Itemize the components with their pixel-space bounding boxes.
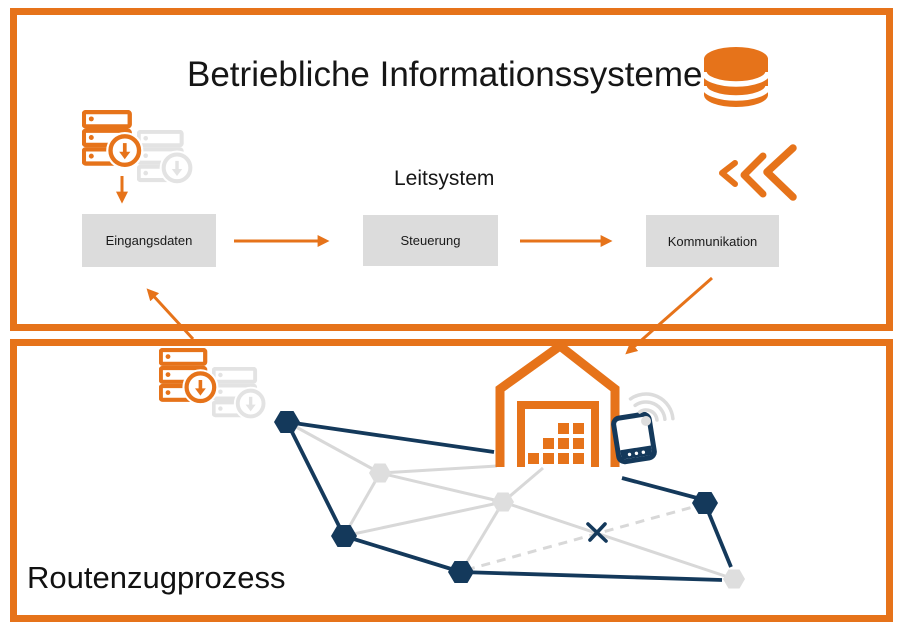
flow-box-eingangsdaten: Eingangsdaten	[82, 214, 216, 267]
page-title: Betriebliche Informationssysteme	[187, 55, 703, 94]
flow-box-label: Eingangsdaten	[105, 233, 193, 248]
flow-box-label: Steuerung	[400, 233, 461, 248]
flow-box-kommunikation: Kommunikation	[646, 215, 779, 267]
leitsystem-label: Leitsystem	[394, 167, 495, 190]
flow-box-label: Kommunikation	[667, 233, 758, 249]
flow-box-steuerung: Steuerung	[363, 215, 498, 266]
routenzugprozess-label: Routenzugprozess	[27, 560, 286, 595]
